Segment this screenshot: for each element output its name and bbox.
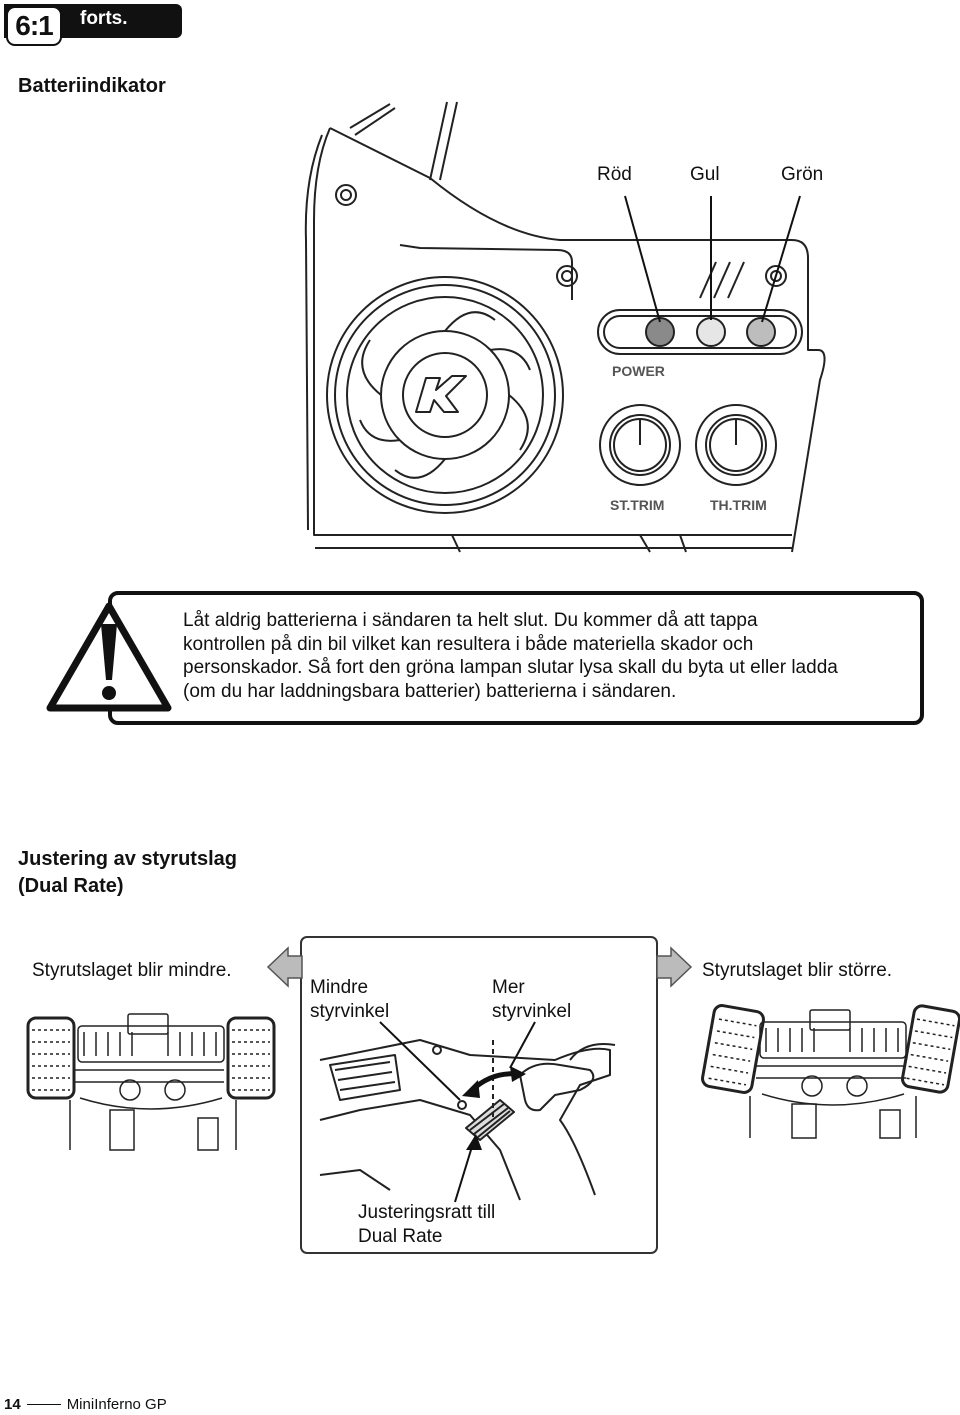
dual-rate-heading-line1: Justering av styrutslag	[18, 848, 237, 870]
warning-line: Låt aldrig batterierna i sändaren ta hel…	[183, 610, 758, 631]
larger-label: Styrutslaget blir större.	[702, 960, 892, 981]
dual-rate-heading-line2: (Dual Rate)	[18, 875, 124, 897]
arrowheads-icon	[462, 1066, 526, 1098]
yellow-led-icon	[696, 317, 726, 347]
green-led-icon	[746, 317, 776, 347]
dual-rate-illustration: Styrutslaget blir mindre. Styrutslaget b…	[26, 936, 960, 1254]
header-continued: forts.	[80, 8, 128, 29]
led-label-red: Röd	[597, 164, 632, 185]
knob-label-line1: Justeringsratt till	[358, 1202, 495, 1223]
knob-pointer-icon	[466, 1134, 482, 1150]
warning-text: Låt aldrig batterierna i sändaren ta hel…	[183, 609, 913, 703]
less-angle-label-line1: Mindre	[310, 977, 368, 998]
transmitter-closeup-illustration	[319, 1039, 616, 1201]
red-led-icon	[645, 317, 675, 347]
warning-line: (om du har laddningsbara batterier) batt…	[183, 680, 677, 702]
led-label-green: Grön	[781, 164, 823, 185]
transmitter-illustration: Röd Gul Grön POWER ST.TRIM TH.TRIM	[304, 101, 826, 553]
page-number: 14	[4, 1396, 21, 1413]
battery-heading: Batteriindikator	[18, 75, 166, 97]
more-angle-label-line1: Mer	[492, 977, 525, 998]
knob-label-line2: Dual Rate	[358, 1226, 443, 1247]
arrow-right-icon	[656, 946, 693, 988]
section-badge: 6:1	[6, 6, 62, 46]
power-label: POWER	[612, 363, 665, 379]
warning-triangle-icon	[46, 602, 172, 712]
arrow-left-icon	[266, 946, 303, 988]
dual-rate-heading: Justering av styrutslag (Dual Rate)	[18, 846, 237, 900]
smaller-label: Styrutslaget blir mindre.	[32, 960, 232, 981]
product-name: MiniInferno GP	[66, 1396, 167, 1413]
warning-line: kontrollen på din bil vilket kan resulte…	[183, 633, 754, 655]
st-trim-label: ST.TRIM	[610, 497, 664, 513]
footer-divider	[26, 1404, 61, 1405]
car-left-illustration	[26, 1013, 276, 1151]
less-angle-label-line2: styrvinkel	[310, 1001, 389, 1022]
th-trim-label: TH.TRIM	[710, 497, 767, 513]
warning-line: personskador. Så fort den gröna lampan s…	[183, 657, 838, 678]
led-label-yellow: Gul	[690, 164, 720, 185]
car-right-illustration	[701, 1004, 960, 1139]
more-angle-label-line2: styrvinkel	[492, 1001, 571, 1022]
footer: 14 MiniInferno GP	[4, 1396, 167, 1413]
